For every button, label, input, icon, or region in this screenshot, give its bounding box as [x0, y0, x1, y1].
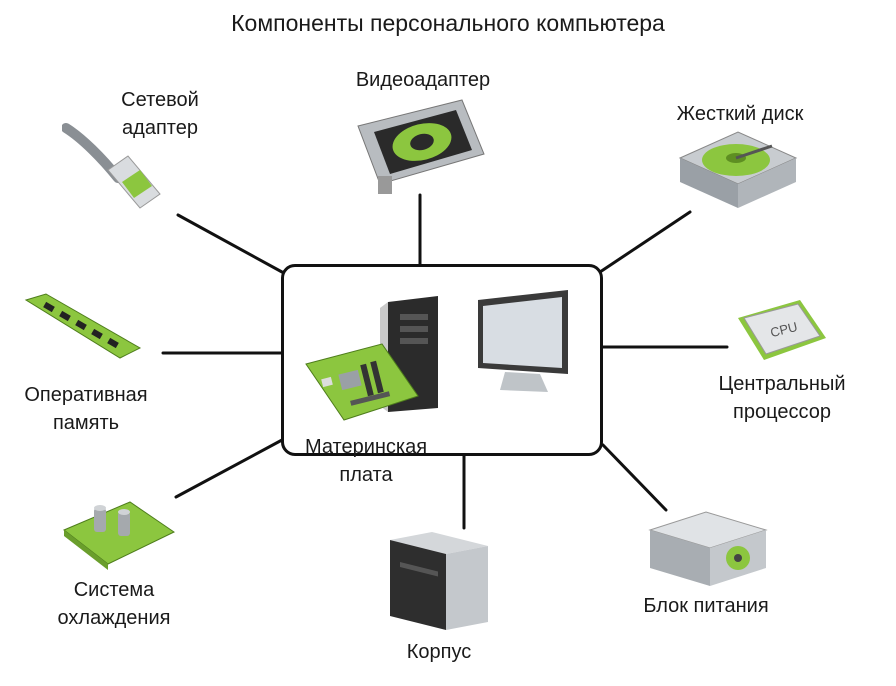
motherboard-pc-icon	[300, 288, 590, 438]
hard-disk-label: Жесткий диск	[650, 100, 830, 128]
hard-disk-icon	[676, 128, 800, 212]
network-adapter-label: Сетевой адаптер	[90, 86, 230, 142]
ram-module-icon	[22, 292, 144, 364]
cooling-label: Система охлаждения	[32, 576, 196, 632]
cooling-system-icon	[60, 494, 178, 570]
power-supply-icon	[646, 508, 770, 588]
video-adapter-label: Видеоадаптер	[338, 66, 508, 94]
cpu-chip-icon: CPU	[734, 298, 830, 364]
line-network	[178, 215, 282, 272]
video-card-icon	[352, 96, 492, 196]
cpu-label: Центральный процессор	[700, 370, 864, 426]
ram-label: Оперативная память	[6, 381, 166, 437]
line-cooling	[176, 440, 282, 497]
motherboard-label: Материнская плата	[288, 433, 444, 489]
case-label: Корпус	[384, 638, 494, 666]
line-hdd	[600, 212, 690, 272]
line-psu	[603, 445, 666, 510]
pc-case-icon	[384, 530, 494, 632]
power-supply-label: Блок питания	[618, 592, 794, 620]
